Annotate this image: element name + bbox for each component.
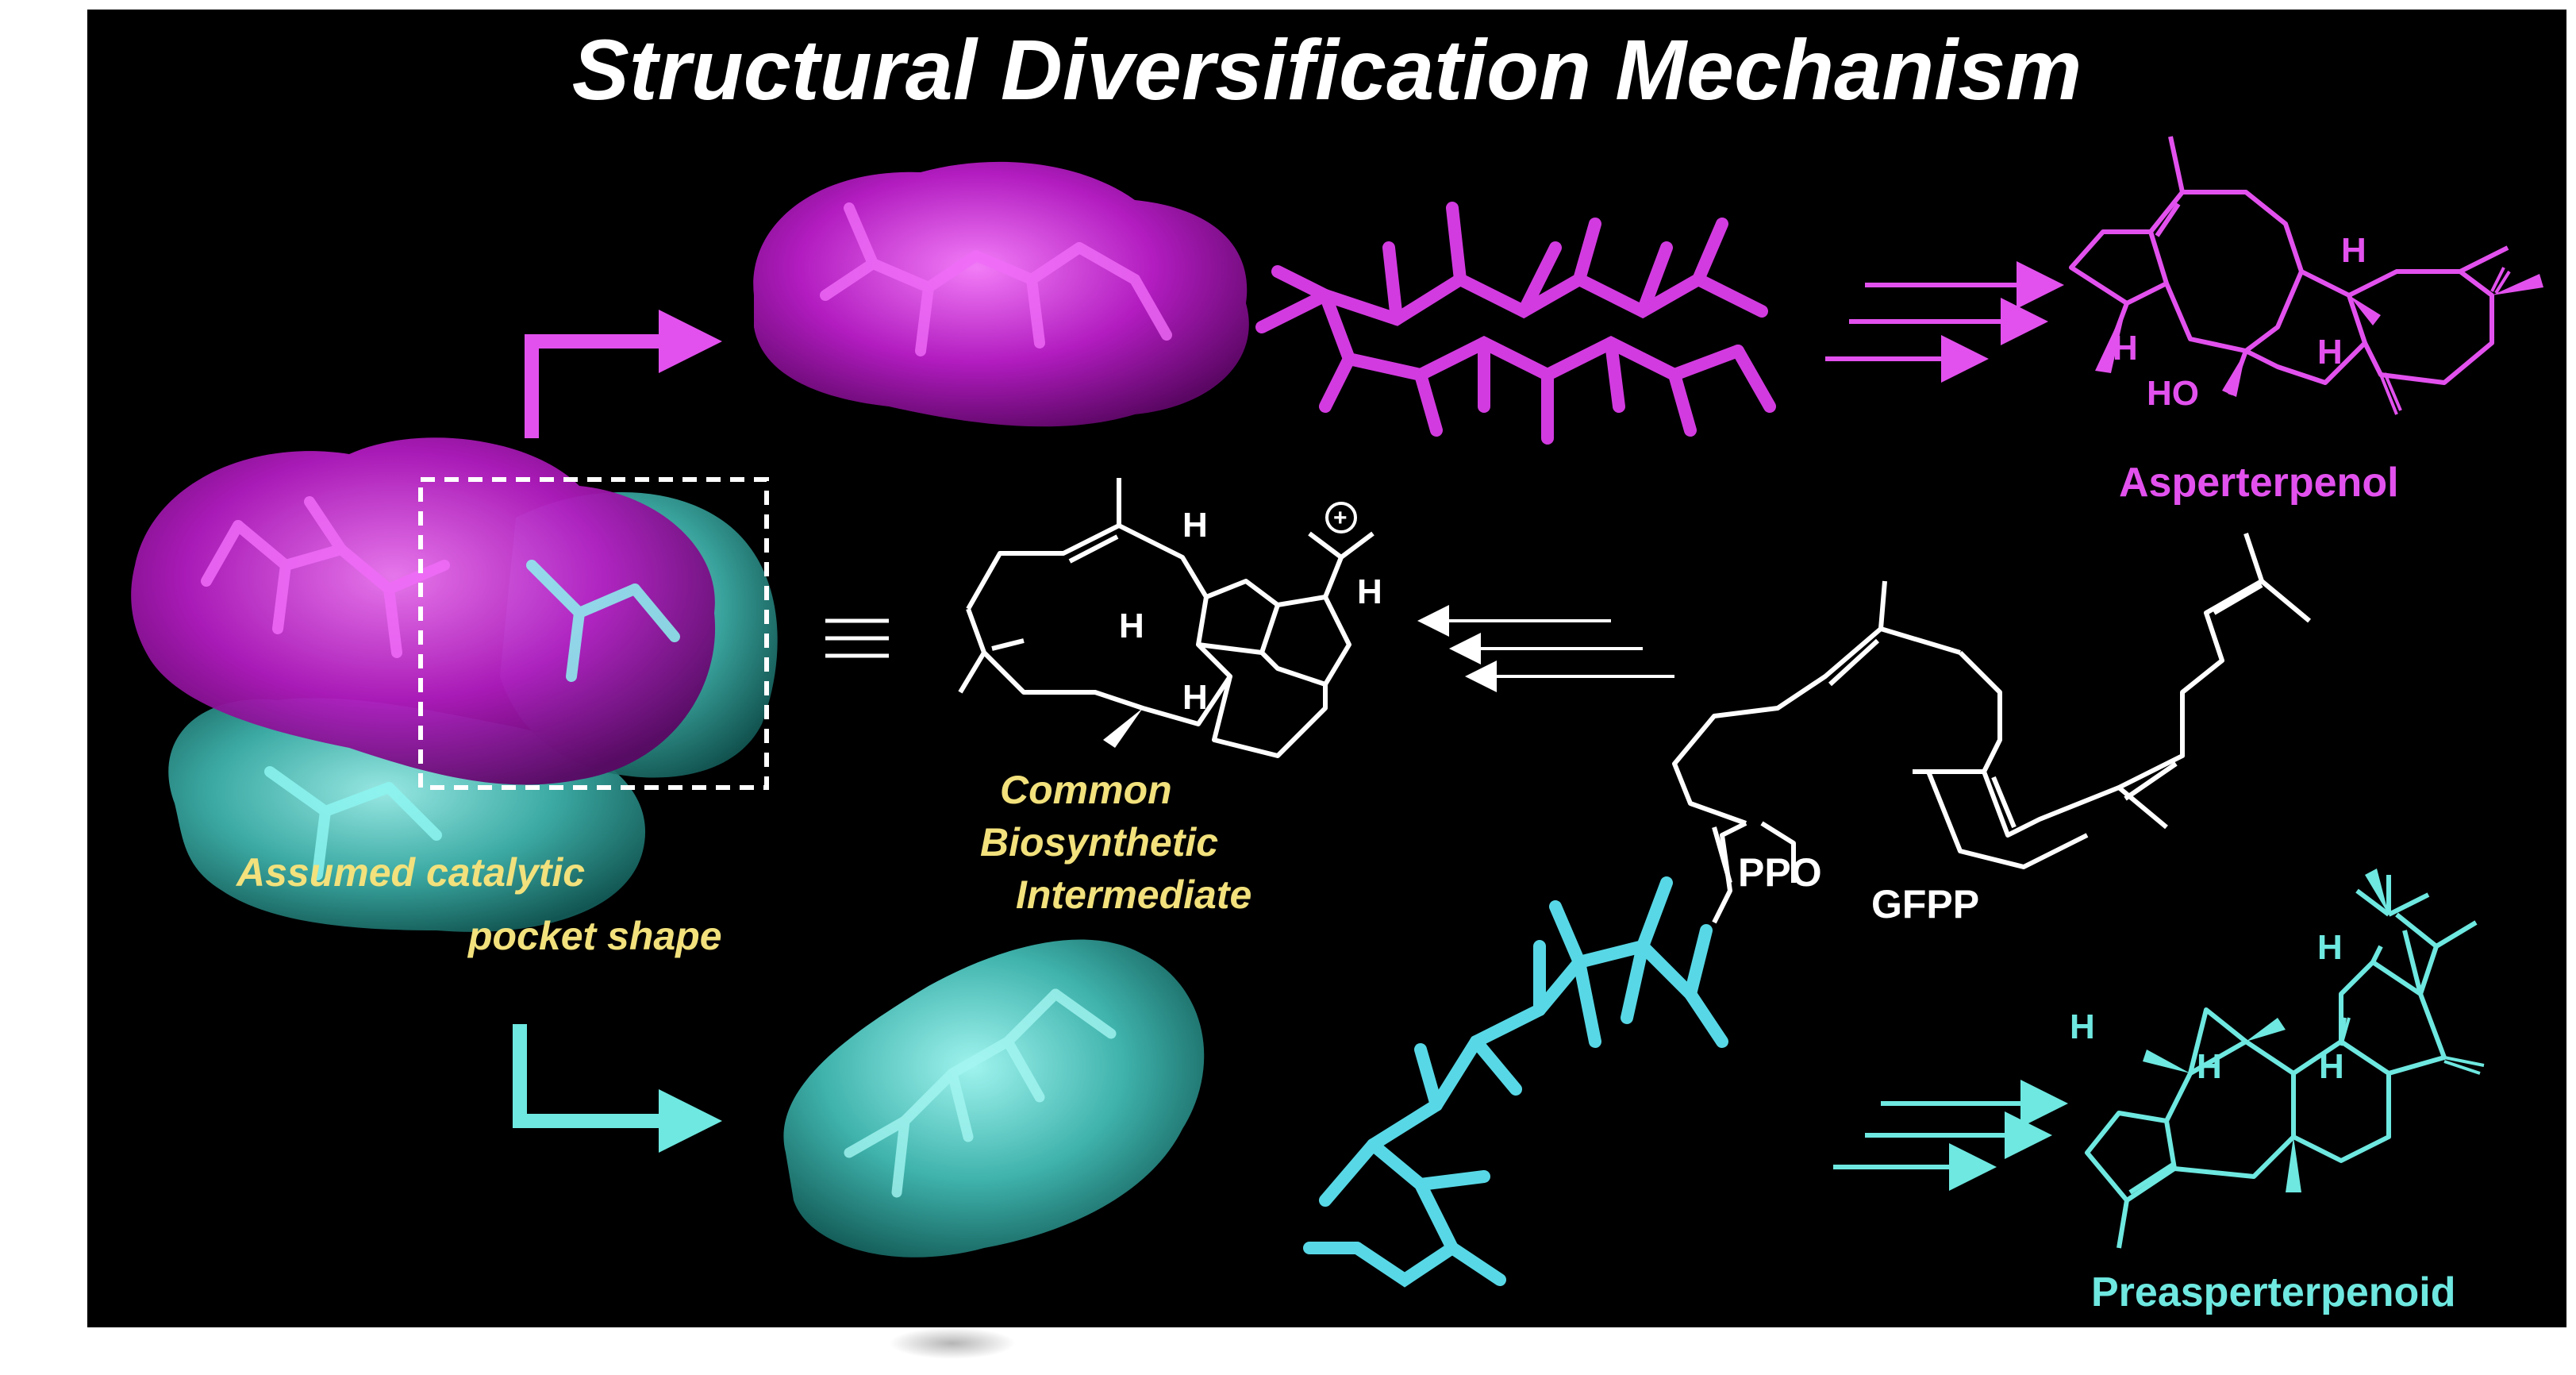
scheme-panel: Structural Diversification Mechanism xyxy=(87,10,2566,1327)
scheme-title: Structural Diversification Mechanism xyxy=(571,21,2082,117)
pocket-label-line1: Assumed catalytic xyxy=(236,850,586,895)
arrow-down-branch xyxy=(513,1024,722,1153)
intermediate-h-label-1: H xyxy=(1182,506,1208,545)
preasperterpenoid-h-label-4: H xyxy=(2319,1047,2344,1086)
panel-shadow xyxy=(889,1327,1016,1359)
intermediate-label-line3: Intermediate xyxy=(1016,872,1252,917)
ppo-label: PPO xyxy=(1738,850,1822,895)
preasperterpenoid-label: Preasperterpenoid xyxy=(2091,1269,2456,1315)
asperterpenol-h-label-1: H xyxy=(2341,231,2366,270)
magenta-pocket-surface xyxy=(753,161,1249,427)
pocket-label-line2: pocket shape xyxy=(468,914,722,958)
arrow-up-branch xyxy=(525,310,722,438)
equivalence-sign xyxy=(825,618,889,658)
combined-pocket-surface xyxy=(131,437,778,932)
gfpp-label: GFPP xyxy=(1871,882,1980,926)
gfpp-structure xyxy=(1672,533,2311,924)
asperterpenol-h-label-2: H xyxy=(2113,329,2138,368)
intermediate-h-label-3: H xyxy=(1182,678,1208,717)
cyan-pocket-surface xyxy=(783,939,1205,1258)
intermediate-label-line1: Common xyxy=(1000,768,1172,812)
preasperterpenoid-h-label-1: H xyxy=(2317,928,2343,967)
scheme-artwork xyxy=(131,136,2543,1288)
cation-charge: + xyxy=(1333,505,1348,531)
magenta-triple-arrow xyxy=(1825,261,2064,383)
intermediate-h-label-4: H xyxy=(1357,572,1382,611)
cyan-triple-arrow xyxy=(1833,1080,2068,1191)
asperterpenol-label: Asperterpenol xyxy=(2119,460,2399,506)
cyan-stick-model xyxy=(1303,876,1728,1288)
preasperterpenoid-h-label-2: H xyxy=(2070,1007,2095,1046)
asperterpenol-h-label-3: H xyxy=(2317,333,2343,372)
preasperterpenoid-h-label-3: H xyxy=(2197,1047,2222,1086)
white-triple-arrow xyxy=(1417,605,1674,692)
magenta-stick-model xyxy=(1255,202,1776,445)
intermediate-h-label-2: H xyxy=(1119,607,1144,645)
cation-symbol xyxy=(1325,502,1357,533)
asperterpenol-ho-label: HO xyxy=(2147,374,2199,413)
intermediate-structure xyxy=(958,478,1375,758)
intermediate-label-line2: Biosynthetic xyxy=(980,820,1219,865)
